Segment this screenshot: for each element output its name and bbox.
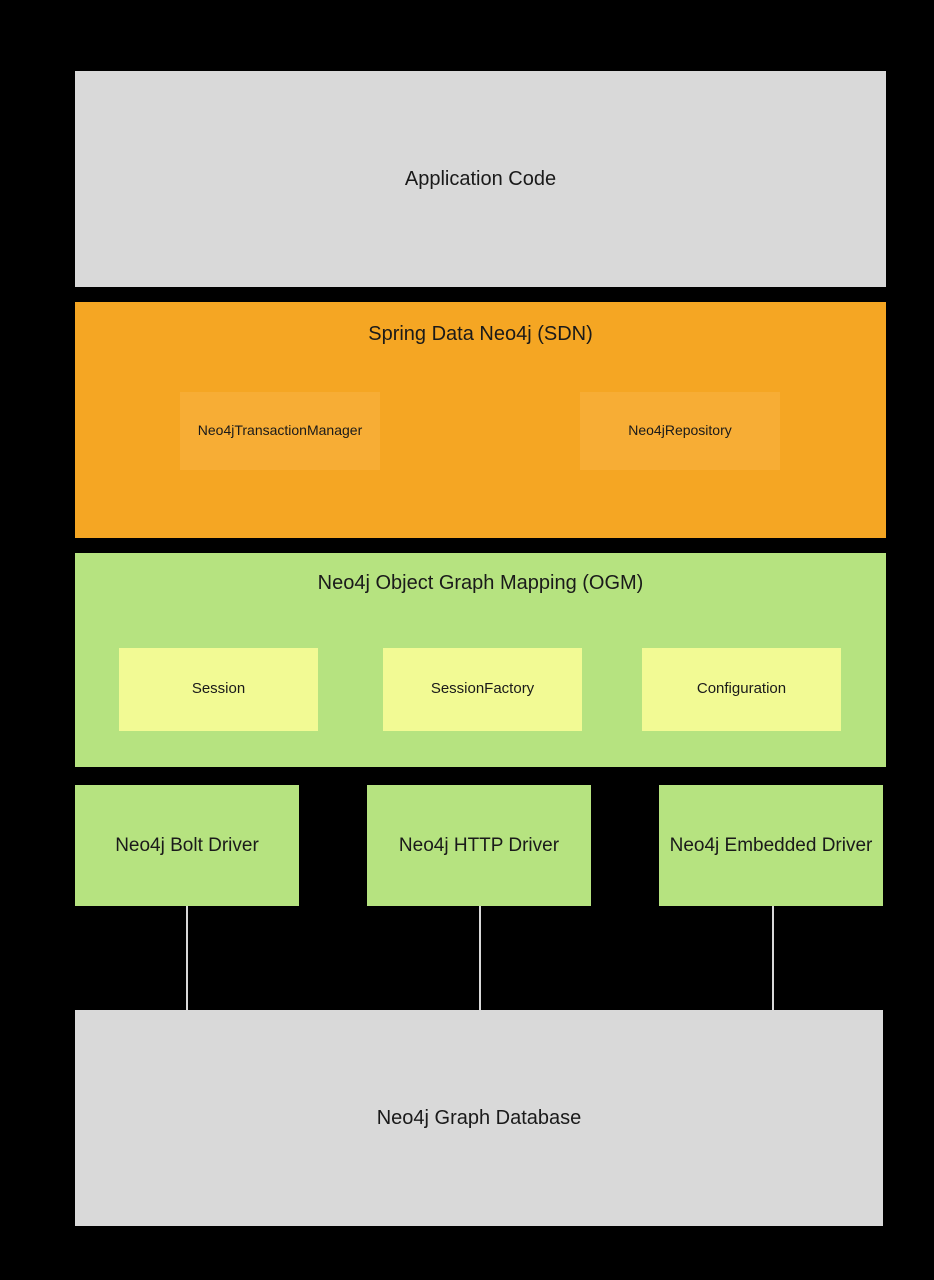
connector-embedded-to-database [772, 906, 774, 1010]
driver-bolt[interactable]: Neo4j Bolt Driver [75, 785, 299, 906]
component-neo4j-transaction-manager[interactable]: Neo4jTransactionManager [180, 392, 380, 470]
component-session-factory[interactable]: SessionFactory [383, 648, 582, 731]
driver-bolt-label: Neo4j Bolt Driver [115, 834, 259, 856]
ogm-title: Neo4j Object Graph Mapping (OGM) [317, 572, 644, 594]
session-label: Session [191, 680, 246, 698]
sdn-title: Spring Data Neo4j (SDN) [368, 323, 593, 345]
layer-neo4j-ogm[interactable]: Neo4j Object Graph Mapping (OGM) Session… [75, 553, 886, 767]
session-factory-label: SessionFactory [430, 680, 535, 698]
configuration-label: Configuration [696, 680, 787, 698]
driver-embedded[interactable]: Neo4j Embedded Driver [659, 785, 883, 906]
driver-http[interactable]: Neo4j HTTP Driver [367, 785, 591, 906]
driver-embedded-label: Neo4j Embedded Driver [669, 834, 873, 856]
neo4j-transaction-manager-label: Neo4jTransactionManager [197, 422, 363, 439]
layer-application-code[interactable]: Application Code [75, 71, 886, 287]
component-neo4j-repository[interactable]: Neo4jRepository [580, 392, 780, 470]
neo4j-graph-database-label: Neo4j Graph Database [376, 1106, 582, 1129]
layer-neo4j-graph-database[interactable]: Neo4j Graph Database [75, 1010, 883, 1226]
component-session[interactable]: Session [119, 648, 318, 731]
driver-http-label: Neo4j HTTP Driver [398, 834, 560, 856]
application-code-label: Application Code [404, 167, 557, 190]
connector-bolt-to-database [186, 906, 188, 1010]
component-configuration[interactable]: Configuration [642, 648, 841, 731]
neo4j-repository-label: Neo4jRepository [628, 422, 732, 439]
layer-spring-data-neo4j[interactable]: Spring Data Neo4j (SDN) Neo4jTransaction… [75, 302, 886, 538]
connector-http-to-database [479, 906, 481, 1010]
